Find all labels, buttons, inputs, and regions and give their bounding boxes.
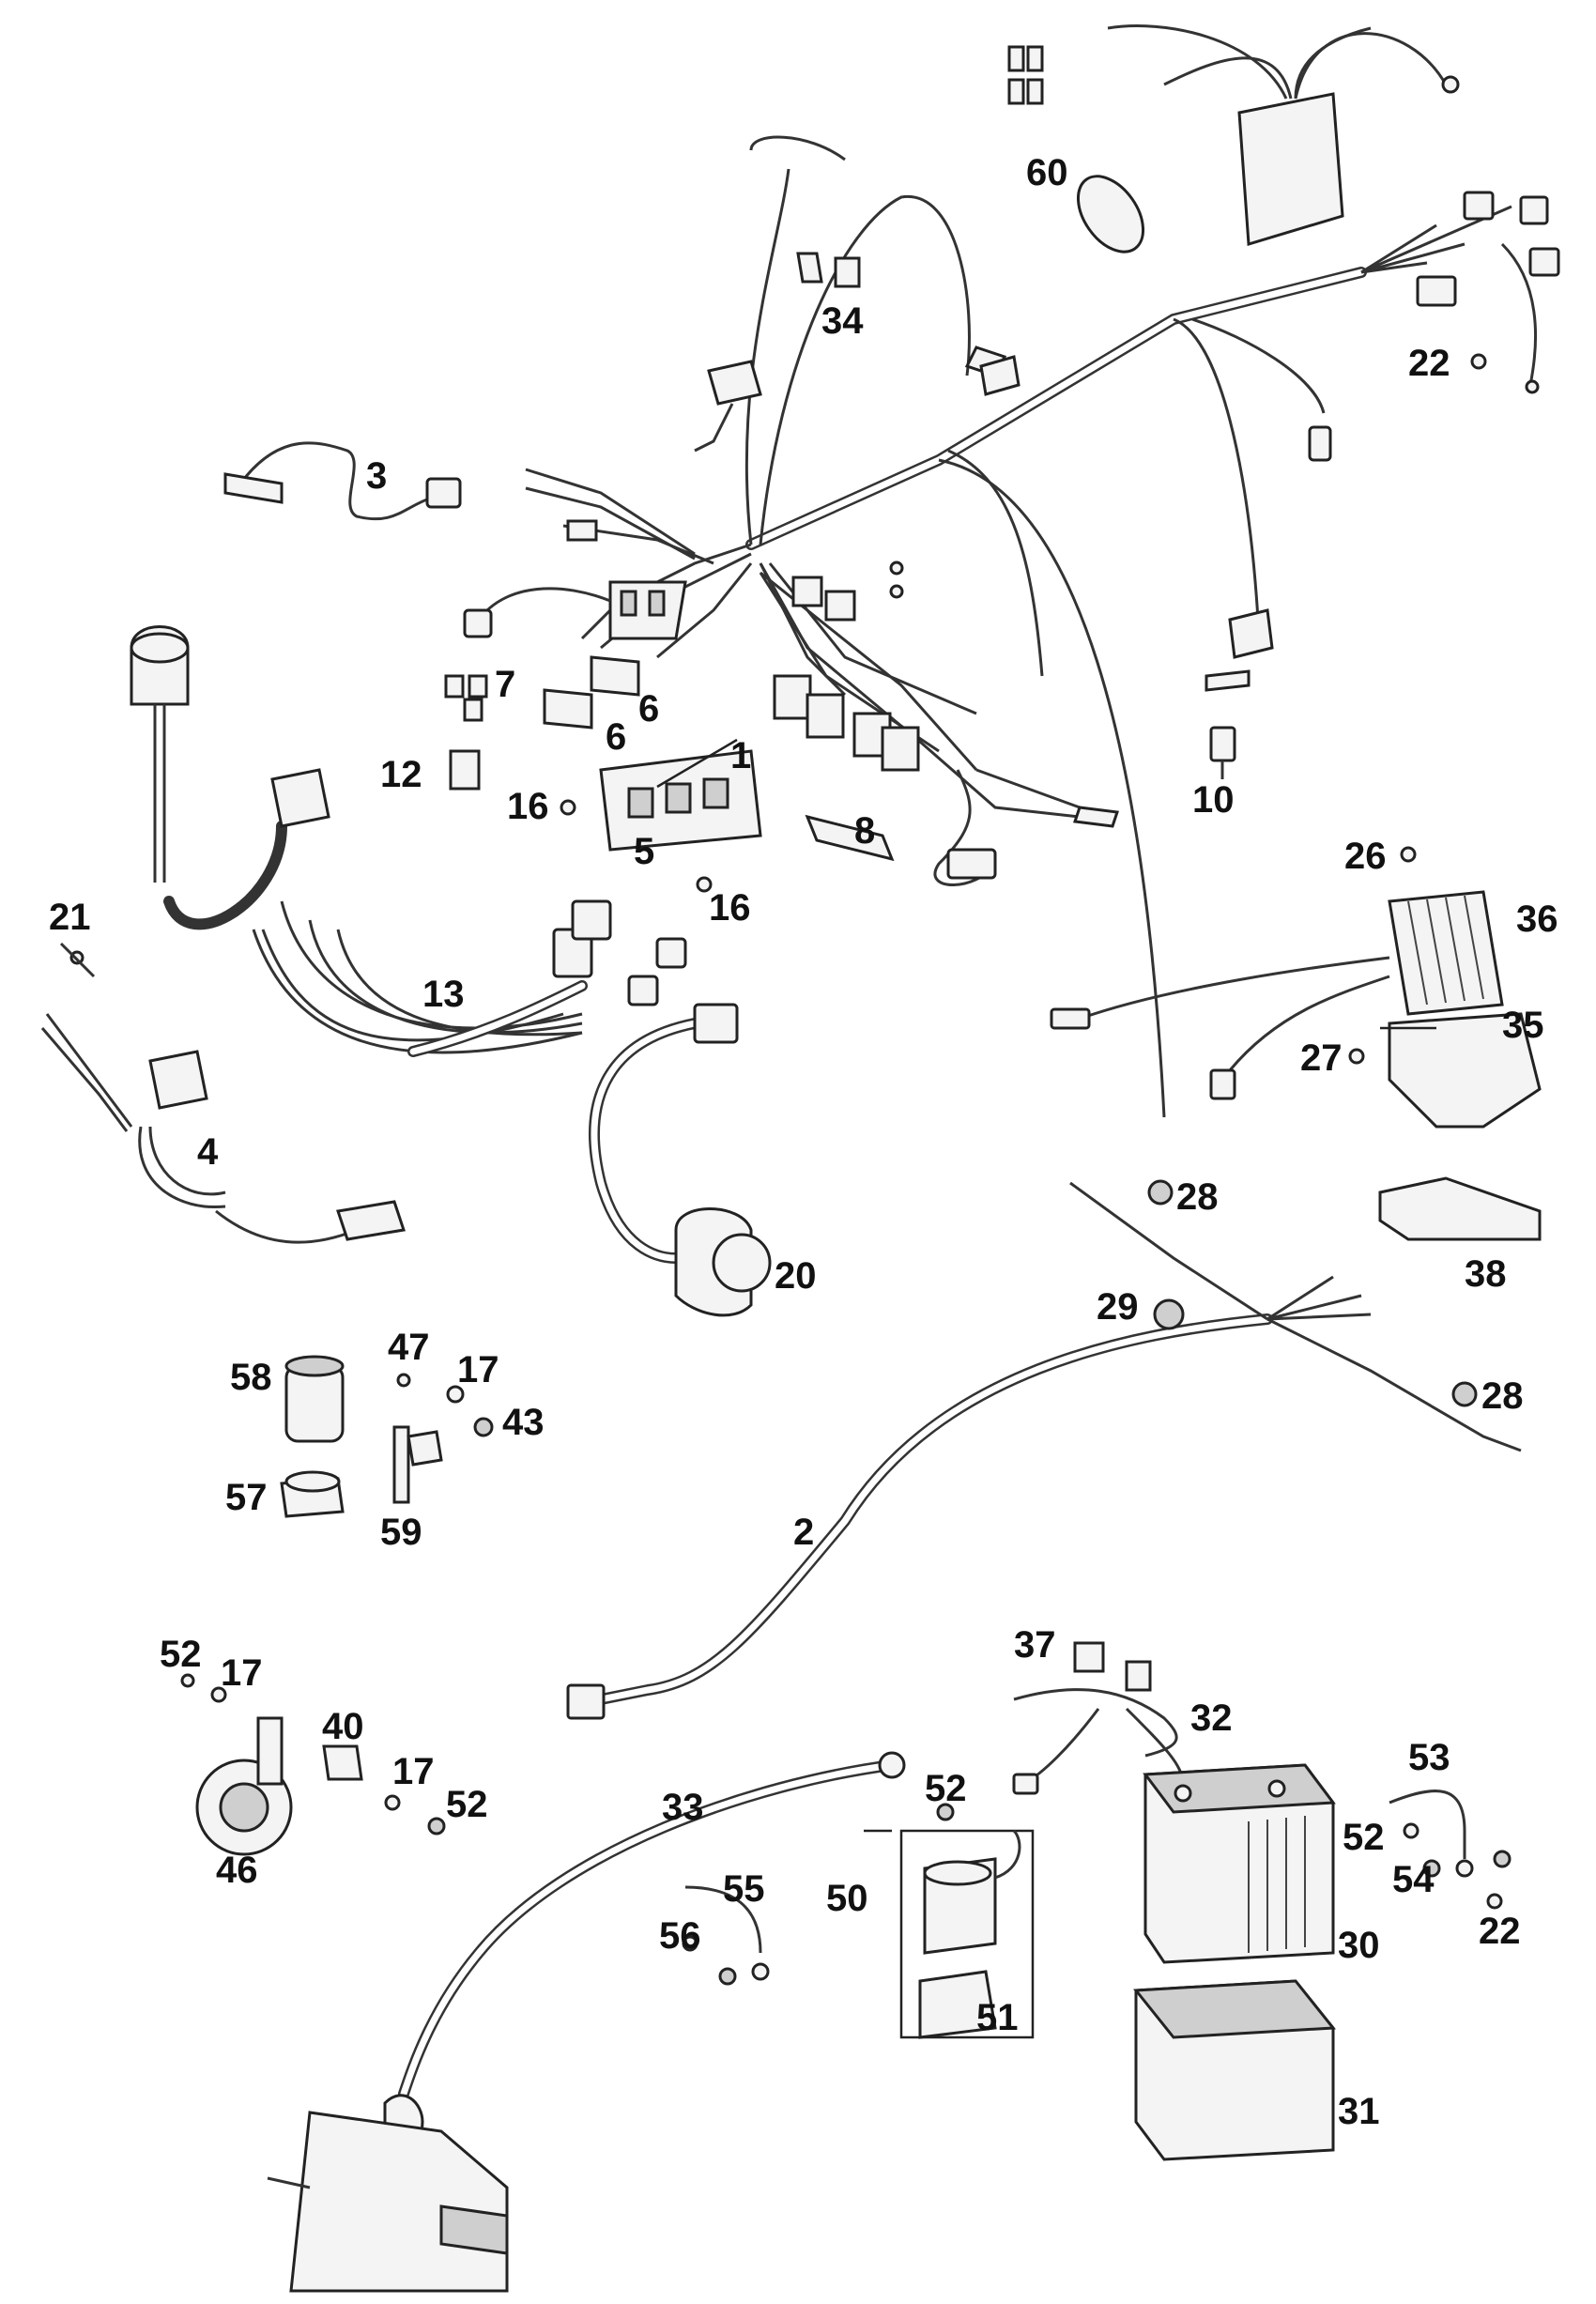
callout-55: 55 bbox=[723, 1868, 765, 1910]
callout-8: 8 bbox=[854, 810, 875, 852]
callout-53: 53 bbox=[1408, 1737, 1450, 1778]
callout-17a: 17 bbox=[457, 1349, 499, 1390]
callout-50: 50 bbox=[826, 1878, 868, 1919]
battery bbox=[1143, 1763, 1336, 1964]
callout-7: 7 bbox=[495, 664, 515, 705]
callout-43: 43 bbox=[502, 1402, 545, 1443]
callout-5: 5 bbox=[634, 831, 654, 872]
rear-harness bbox=[566, 1181, 1522, 1720]
callout-51: 51 bbox=[976, 1997, 1019, 2038]
handlebar-switch-left bbox=[130, 625, 687, 1057]
callout-30: 30 bbox=[1338, 1925, 1380, 1966]
callout-59: 59 bbox=[380, 1512, 422, 1553]
ignition-box bbox=[1007, 24, 1460, 246]
callout-6b: 6 bbox=[606, 716, 626, 758]
battery-box bbox=[1133, 1979, 1336, 2161]
temperature-sensor bbox=[1205, 608, 1274, 779]
callout-27: 27 bbox=[1300, 1037, 1343, 1079]
callout-12: 12 bbox=[380, 754, 422, 795]
callout-28a: 28 bbox=[1176, 1176, 1219, 1218]
callout-29: 29 bbox=[1097, 1286, 1139, 1328]
voltage-regulator bbox=[1050, 846, 1542, 1241]
callout-21: 21 bbox=[49, 897, 91, 938]
callout-labels: 1 2 3 4 5 6 6 7 8 10 12 13 16 16 17 17 1… bbox=[49, 152, 1558, 2132]
leader-lines bbox=[656, 738, 1436, 1833]
callout-33: 33 bbox=[662, 1787, 704, 1828]
callout-32: 32 bbox=[1190, 1697, 1233, 1739]
callout-13: 13 bbox=[422, 974, 465, 1015]
callout-57: 57 bbox=[225, 1477, 268, 1518]
callout-20: 20 bbox=[775, 1255, 817, 1297]
callout-6a: 6 bbox=[638, 688, 659, 730]
callout-2: 2 bbox=[793, 1512, 814, 1553]
callout-17c: 17 bbox=[392, 1751, 435, 1792]
callout-37: 37 bbox=[1014, 1624, 1056, 1666]
callout-3: 3 bbox=[366, 455, 387, 497]
callout-47: 47 bbox=[388, 1327, 430, 1368]
callout-58: 58 bbox=[230, 1357, 272, 1398]
callout-36: 36 bbox=[1516, 899, 1558, 940]
grommets bbox=[1147, 1179, 1478, 1407]
callout-17b: 17 bbox=[221, 1652, 263, 1694]
callout-60: 60 bbox=[1026, 152, 1068, 193]
horn bbox=[180, 1673, 446, 1856]
callout-56: 56 bbox=[659, 1915, 701, 1957]
callout-52c: 52 bbox=[925, 1768, 967, 1809]
starter-cable bbox=[267, 1751, 906, 2293]
callout-28b: 28 bbox=[1481, 1375, 1524, 1417]
main-wiring-harness bbox=[463, 135, 1560, 1118]
callout-16b: 16 bbox=[709, 887, 751, 929]
callout-52a: 52 bbox=[160, 1634, 202, 1675]
starter-relay-group bbox=[899, 1803, 1035, 2039]
callout-38: 38 bbox=[1465, 1253, 1507, 1295]
callout-46: 46 bbox=[216, 1850, 258, 1891]
callout-16a: 16 bbox=[507, 786, 549, 827]
callout-54: 54 bbox=[1392, 1859, 1435, 1900]
callout-52b: 52 bbox=[446, 1784, 488, 1825]
handlebar-switch-right bbox=[589, 1003, 772, 1317]
condenser-parts bbox=[280, 1355, 494, 1518]
callout-10: 10 bbox=[1192, 779, 1235, 821]
ground-cables bbox=[682, 1789, 1512, 1986]
brake-light-switch bbox=[40, 1013, 406, 1244]
small-parts-relays bbox=[59, 655, 895, 978]
callout-40: 40 bbox=[322, 1706, 364, 1747]
callout-4: 4 bbox=[197, 1131, 219, 1173]
callout-52d: 52 bbox=[1343, 1817, 1385, 1858]
callout-26: 26 bbox=[1344, 836, 1387, 877]
callout-22b: 22 bbox=[1479, 1911, 1521, 1952]
callout-31: 31 bbox=[1338, 2091, 1380, 2132]
small-fasteners bbox=[694, 175, 1503, 1910]
callout-1: 1 bbox=[730, 735, 751, 776]
callout-35: 35 bbox=[1502, 1005, 1544, 1046]
callout-22a: 22 bbox=[1408, 343, 1450, 384]
sensor-cable bbox=[223, 441, 462, 521]
callout-34: 34 bbox=[821, 300, 864, 342]
